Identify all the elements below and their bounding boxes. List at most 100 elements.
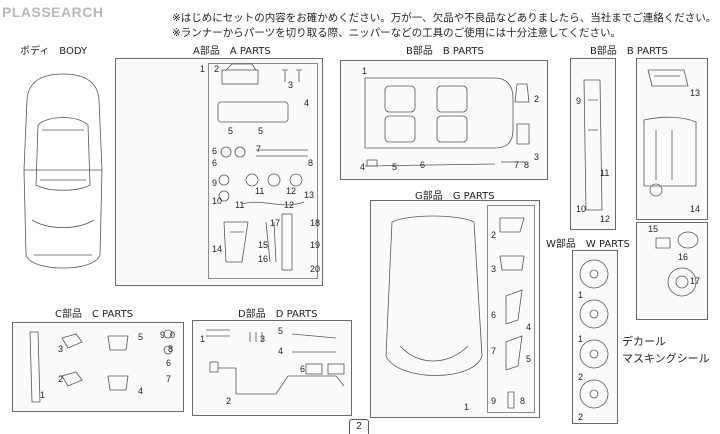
g-label-7: 7 bbox=[491, 346, 497, 356]
c-parts-drawings bbox=[29, 329, 173, 403]
b2-parts-title: B部品 B PARTS bbox=[590, 46, 668, 57]
a-parts-runner bbox=[115, 58, 323, 286]
body-title: ボディ BODY bbox=[20, 46, 88, 57]
b2-label-11: 11 bbox=[600, 168, 610, 178]
g-label-5: 5 bbox=[526, 354, 532, 364]
g-label-4: 4 bbox=[526, 322, 532, 332]
g-parts-inner-frame bbox=[487, 205, 535, 413]
b2-label-13: 13 bbox=[690, 88, 701, 98]
a-label-13: 13 bbox=[304, 190, 315, 200]
a-label-11a: 11 bbox=[255, 186, 265, 196]
g-label-3: 3 bbox=[491, 264, 497, 274]
c-label-6: 6 bbox=[166, 358, 172, 368]
c-parts-title: C部品 C PARTS bbox=[55, 309, 134, 320]
a-label-16: 16 bbox=[258, 254, 269, 264]
a-label-1: 1 bbox=[200, 64, 206, 74]
g-parts-title: G部品 G PARTS bbox=[415, 191, 495, 202]
a-label-7: 7 bbox=[256, 144, 262, 154]
c-parts-runner bbox=[12, 322, 184, 412]
page-number: 2 bbox=[349, 419, 369, 434]
b2-label-14: 14 bbox=[690, 204, 701, 214]
a-label-12a: 12 bbox=[286, 186, 297, 196]
g-label-1: 1 bbox=[464, 402, 470, 412]
b-label-3: 3 bbox=[534, 152, 540, 162]
w-label-2b: 2 bbox=[578, 412, 584, 422]
c-label-1: 1 bbox=[40, 390, 46, 400]
a-label-5a: 5 bbox=[228, 126, 234, 136]
a-label-12b: 12 bbox=[284, 200, 295, 210]
c-label-3: 3 bbox=[58, 344, 64, 354]
b-parts-drawings bbox=[364, 77, 530, 167]
a-parts-inner-frame bbox=[208, 63, 318, 279]
masking-seal-label: マスキングシール bbox=[622, 352, 710, 365]
w-label-1b: 1 bbox=[578, 334, 584, 344]
a-label-19: 19 bbox=[310, 240, 321, 250]
b2-label-10: 10 bbox=[576, 204, 587, 214]
g-label-2: 2 bbox=[491, 230, 497, 240]
a-parts-title: A部品 A PARTS bbox=[193, 46, 271, 57]
a-label-2: 2 bbox=[214, 64, 220, 74]
d-parts-title: D部品 D PARTS bbox=[238, 309, 318, 320]
c-label-0: 0 bbox=[170, 330, 176, 340]
b2-runner-left bbox=[570, 58, 616, 230]
a-label-20: 20 bbox=[310, 264, 321, 274]
b-label-1: 1 bbox=[362, 66, 368, 76]
b-label-6: 6 bbox=[420, 160, 426, 170]
watermark-logo: PLASSEARCH bbox=[2, 4, 104, 20]
a-parts-drawings bbox=[217, 63, 308, 271]
b-parts-title: B部品 B PARTS bbox=[406, 46, 484, 57]
b2-label-15: 15 bbox=[648, 224, 659, 234]
w-parts-title: W部品 W PARTS bbox=[546, 239, 630, 250]
b2-label-16: 16 bbox=[678, 252, 689, 262]
d-label-3: 3 bbox=[260, 334, 266, 344]
decal-label: デカール bbox=[622, 335, 666, 348]
d-label-5: 5 bbox=[278, 326, 284, 336]
a-label-3: 3 bbox=[288, 80, 294, 90]
d-label-1: 1 bbox=[200, 334, 206, 344]
b-label-7: 7 bbox=[514, 160, 520, 170]
b2-parts-drawings bbox=[583, 69, 699, 297]
a-label-10: 10 bbox=[212, 196, 223, 206]
w-parts-runner bbox=[572, 250, 618, 424]
a-label-18: 18 bbox=[310, 218, 321, 228]
g-label-9: 9 bbox=[491, 396, 497, 406]
a-label-6a: 6 bbox=[212, 146, 218, 156]
notice-line-2: ※ランナーからパーツを切り取る際、ニッパーなどの工具のご使用には十分注意してくだ… bbox=[172, 27, 621, 39]
c-label-7: 7 bbox=[166, 374, 172, 384]
c-label-4: 4 bbox=[138, 386, 144, 396]
w-parts-wheels bbox=[579, 259, 609, 409]
c-label-5: 5 bbox=[138, 332, 144, 342]
a-label-14: 14 bbox=[212, 244, 223, 254]
a-label-5b: 5 bbox=[258, 126, 264, 136]
d-label-4: 4 bbox=[278, 346, 284, 356]
body-shell-drawing bbox=[23, 73, 103, 269]
g-label-8: 8 bbox=[520, 396, 526, 406]
b2-label-12: 12 bbox=[600, 214, 611, 224]
c-label-2: 2 bbox=[58, 374, 64, 384]
a-label-9: 9 bbox=[212, 178, 218, 188]
b-label-8: 8 bbox=[524, 160, 530, 170]
c-label-9: 9 bbox=[160, 330, 166, 340]
d-label-6: 6 bbox=[300, 364, 306, 374]
notice-line-1: ※はじめにセットの内容をお確かめください。万が一、欠品や不良品などありましたら、… bbox=[172, 12, 717, 24]
a-label-4: 4 bbox=[304, 98, 310, 108]
b2-runner-lower bbox=[636, 222, 708, 320]
d-parts-drawings bbox=[206, 329, 345, 395]
a-label-17: 17 bbox=[270, 218, 281, 228]
g-parts-drawings bbox=[385, 215, 525, 409]
d-label-2: 2 bbox=[226, 396, 232, 406]
a-label-6b: 6 bbox=[212, 158, 218, 168]
g-parts-runner bbox=[370, 200, 540, 418]
b-label-2: 2 bbox=[534, 94, 540, 104]
a-label-11b: 11 bbox=[235, 200, 245, 210]
b-label-4: 4 bbox=[360, 162, 366, 172]
b2-label-17: 17 bbox=[690, 276, 701, 286]
a-label-8: 8 bbox=[308, 158, 314, 168]
w-label-1a: 1 bbox=[578, 290, 584, 300]
b2-label-9: 9 bbox=[576, 96, 582, 106]
b-label-5: 5 bbox=[392, 162, 398, 172]
w-label-2a: 2 bbox=[578, 372, 584, 382]
g-label-6: 6 bbox=[491, 310, 497, 320]
a-label-15: 15 bbox=[258, 240, 269, 250]
c-label-8: 8 bbox=[168, 344, 174, 354]
